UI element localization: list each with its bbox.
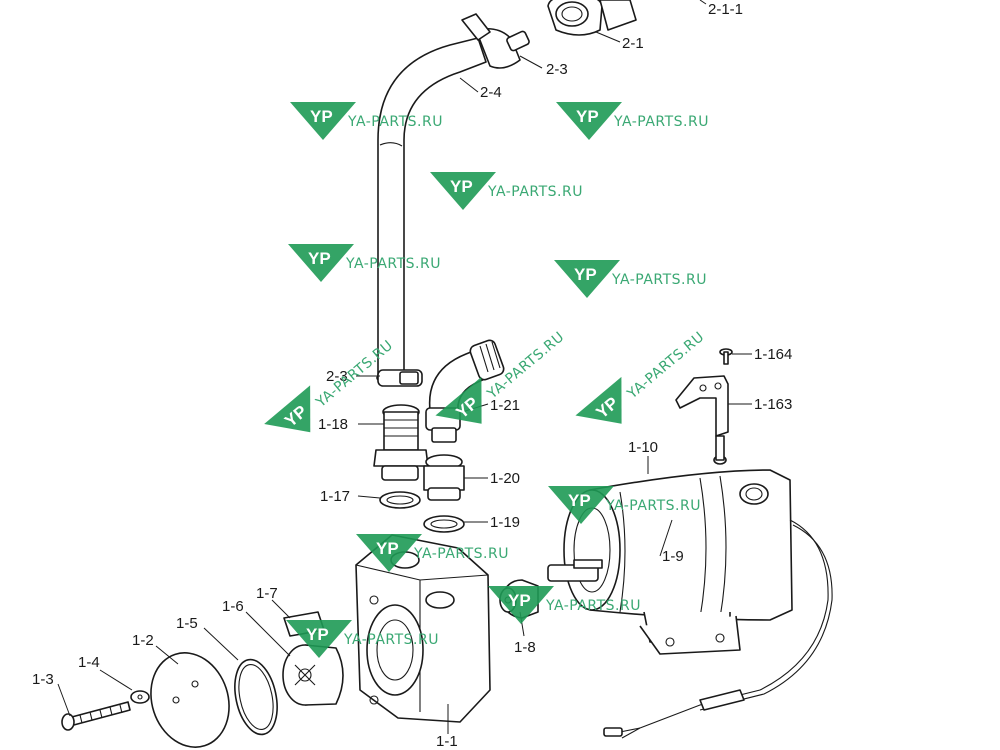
label-1-164: 1-164 [754,346,792,363]
label-1-17: 1-17 [320,488,350,505]
watermark-10: YP YA-PARTS.RU [356,534,509,572]
power-cable [603,519,833,739]
fitting-1-18 [373,404,429,481]
bracket-1-163 [675,375,729,437]
fitting-2-1 [547,0,637,36]
label-2-3-top: 2-3 [546,61,568,78]
gasket-1-5 [234,658,278,736]
svg-text:YA-PARTS.RU: YA-PARTS.RU [343,632,439,648]
label-2-4: 2-4 [480,84,502,101]
pump-housing-1-1 [355,534,491,723]
watermark-11: YP YA-PARTS.RU [488,586,641,624]
watermark-12: YP YA-PARTS.RU [286,620,439,658]
impeller-1-6 [282,644,344,706]
watermark-6: YP YA-PARTS.RU [264,337,396,433]
svg-text:YP: YP [376,539,399,558]
svg-text:YA-PARTS.RU: YA-PARTS.RU [545,598,641,614]
svg-text:YP: YP [568,491,591,510]
svg-text:YA-PARTS.RU: YA-PARTS.RU [345,256,441,272]
screw-1-164 [719,348,733,365]
svg-text:YA-PARTS.RU: YA-PARTS.RU [413,546,509,562]
label-1-3: 1-3 [32,671,54,688]
watermark-3: YP YA-PARTS.RU [430,172,583,210]
label-2-3-bottom: 2-3 [326,368,348,385]
elbow-fitting-1-21 [425,339,505,443]
hose-clamp-2-3-top [461,13,530,69]
label-1-5: 1-5 [176,615,198,632]
screw-1-3 [61,701,131,731]
svg-text:YA-PARTS.RU: YA-PARTS.RU [611,272,707,288]
svg-text:YA-PARTS.RU: YA-PARTS.RU [347,114,443,130]
motor-1-10 [547,435,793,655]
label-1-18: 1-18 [318,416,348,433]
svg-text:YA-PARTS.RU: YA-PARTS.RU [605,498,701,514]
svg-text:YP: YP [308,249,331,268]
svg-text:YP: YP [576,107,599,126]
label-1-8: 1-8 [514,639,536,656]
svg-text:YA-PARTS.RU: YA-PARTS.RU [613,114,709,130]
o-ring-1-19 [423,515,465,533]
watermark-1: YP YA-PARTS.RU [290,102,443,140]
watermark-9: YP YA-PARTS.RU [548,486,701,524]
label-1-10: 1-10 [628,439,658,456]
svg-text:YP: YP [508,591,531,610]
washer-1-4 [130,690,150,704]
label-2-1-1: 2-1-1 [708,1,743,18]
label-1-163: 1-163 [754,396,792,413]
label-1-21: 1-21 [490,397,520,414]
fitting-1-20 [423,454,465,501]
label-1-6: 1-6 [222,598,244,615]
o-ring-1-17 [379,491,421,509]
label-1-7: 1-7 [256,585,278,602]
label-1-19: 1-19 [490,514,520,531]
watermark-2: YP YA-PARTS.RU [556,102,709,140]
svg-text:YP: YP [450,177,473,196]
svg-text:YP: YP [310,107,333,126]
label-1-2: 1-2 [132,632,154,649]
svg-text:YP: YP [574,265,597,284]
watermark-5: YP YA-PARTS.RU [554,260,707,298]
pipe-2-4 [376,37,487,384]
label-1-20: 1-20 [490,470,520,487]
label-2-1: 2-1 [622,35,644,52]
label-1-4: 1-4 [78,654,100,671]
hose-clamp-2-3-bottom [377,369,423,387]
watermark-4: YP YA-PARTS.RU [288,244,441,282]
svg-text:YA-PARTS.RU: YA-PARTS.RU [487,184,583,200]
svg-text:YP: YP [306,625,329,644]
label-1-9: 1-9 [662,548,684,565]
part-labels: 2-1-1 2-1 2-3 2-4 2-3 1-164 1-163 1-21 1… [32,1,792,750]
cover-plate-1-2 [150,652,230,748]
label-1-1: 1-1 [436,733,458,750]
